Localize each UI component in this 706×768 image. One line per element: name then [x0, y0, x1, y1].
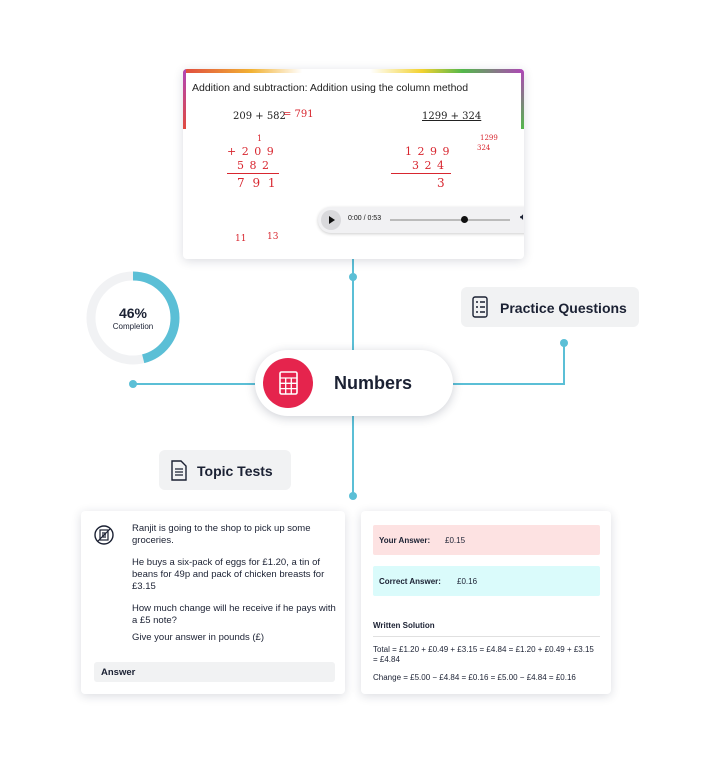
rainbow-border: [183, 69, 524, 73]
your-answer-value: £0.15: [445, 536, 466, 545]
connector-dot: [129, 380, 137, 388]
color-edge-left: [183, 69, 186, 129]
solution-line-total: Total = £1.20 + £0.49 + £3.15 = £4.84 = …: [373, 645, 594, 664]
handwriting-col1-rule: [227, 173, 279, 174]
handwriting-col2-top: 1 2 9 9: [405, 145, 451, 158]
handwriting-side-note-b: 324: [477, 144, 491, 152]
video-seek-bar[interactable]: [390, 219, 510, 221]
numbers-badge: [263, 358, 313, 408]
question-sheet-icon: [94, 525, 114, 545]
practice-questions-button[interactable]: Practice Questions: [461, 287, 639, 327]
connector-dot: [349, 273, 357, 281]
handwriting-col2-result: 3: [437, 176, 445, 190]
list-checklist-icon: [472, 296, 488, 318]
answer-field[interactable]: Answer: [94, 662, 335, 682]
handwriting-col1-top: + 2 0 9: [227, 145, 275, 158]
your-answer-label: Your Answer:: [379, 536, 431, 545]
solution-card: Your Answer: £0.15 Correct Answer: £0.16…: [361, 511, 611, 694]
color-edge-right: [521, 69, 524, 129]
handwriting-col2-rule: [391, 173, 451, 174]
video-player-controls[interactable]: 0:00 / 0:53 🔈︎ ⋮: [318, 207, 524, 233]
practice-questions-label: Practice Questions: [500, 300, 627, 316]
handwriting-bottom-a: 11: [235, 234, 247, 244]
topic-tests-button[interactable]: Topic Tests: [159, 450, 291, 490]
play-icon[interactable]: [321, 210, 341, 230]
handwriting-col2-mid: 3 2 4: [412, 159, 445, 172]
correct-answer-box: Correct Answer: £0.16: [373, 566, 600, 596]
numbers-label: Numbers: [334, 373, 413, 393]
handwriting-sum-1-result: = 791: [283, 109, 314, 120]
question-paragraph: How much change will he receive if he pa…: [132, 603, 336, 626]
handwriting-col1-result: 7 9 1: [237, 176, 278, 190]
completion-ring: [86, 271, 180, 365]
solution-line-change: Change = £5.00 − £4.84 = £0.16 = £5.00 −…: [373, 673, 576, 682]
your-answer-box: Your Answer: £0.15: [373, 525, 600, 555]
question-paragraph: Give your answer in pounds (£): [132, 632, 265, 643]
handwriting-bottom-b: 13: [267, 232, 279, 242]
written-solution-heading: Written Solution: [373, 621, 435, 630]
completion-percent: 46%: [118, 305, 148, 321]
handwriting-sum-2: 1299 + 324: [422, 111, 482, 122]
connector-dot: [560, 339, 568, 347]
completion-label: Completion: [112, 322, 154, 331]
topic-tests-label: Topic Tests: [197, 463, 273, 479]
question-card: Ranjit is going to the shop to pick up s…: [81, 511, 345, 694]
correct-answer-label: Correct Answer:: [379, 577, 441, 586]
handwriting-side-note-a: 1299: [480, 134, 498, 142]
connector-lines: [133, 259, 565, 496]
connector-dot: [349, 492, 357, 500]
divider: [373, 636, 600, 637]
lesson-video-card[interactable]: Addition and subtraction: Addition using…: [183, 69, 524, 259]
handwriting-col1-mid: 5 8 2: [237, 159, 270, 172]
question-paragraph: He buys a six-pack of eggs for £1.20, a …: [132, 557, 325, 592]
numbers-topic-node[interactable]: Numbers: [255, 350, 453, 416]
document-icon: [171, 460, 187, 481]
answer-label: Answer: [101, 667, 136, 678]
video-time: 0:00 / 0:53: [348, 215, 382, 222]
calculator-icon: [279, 371, 298, 395]
volume-icon[interactable]: 🔈︎: [520, 212, 524, 223]
video-title: Addition and subtraction: Addition using…: [192, 82, 469, 94]
handwriting-carry: 1: [257, 134, 263, 143]
question-paragraph: Ranjit is going to the shop to pick up s…: [132, 523, 311, 546]
correct-answer-value: £0.16: [457, 577, 478, 586]
handwriting-sum-1: 209 + 582: [233, 111, 286, 122]
seek-handle[interactable]: [461, 216, 468, 223]
